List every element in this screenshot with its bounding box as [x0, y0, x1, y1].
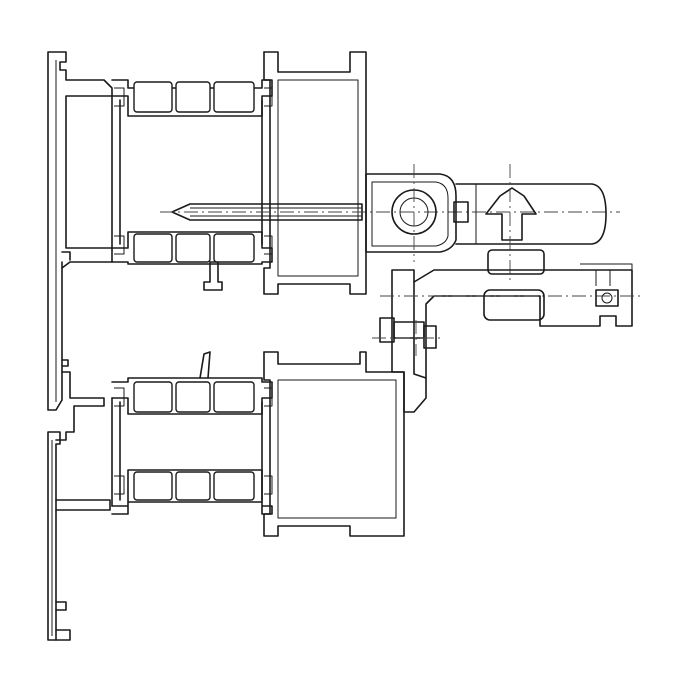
- hinge-assembly: [365, 164, 607, 280]
- outer-frame-profile: [47, 51, 113, 641]
- upper-sash-profile: [111, 51, 367, 295]
- fixing-screw: [160, 203, 620, 221]
- thermal-break-strips-lower: [111, 377, 273, 515]
- bolt: [372, 317, 444, 356]
- lower-sash-profile: [111, 351, 405, 537]
- thermal-break-strips-upper: [111, 79, 273, 265]
